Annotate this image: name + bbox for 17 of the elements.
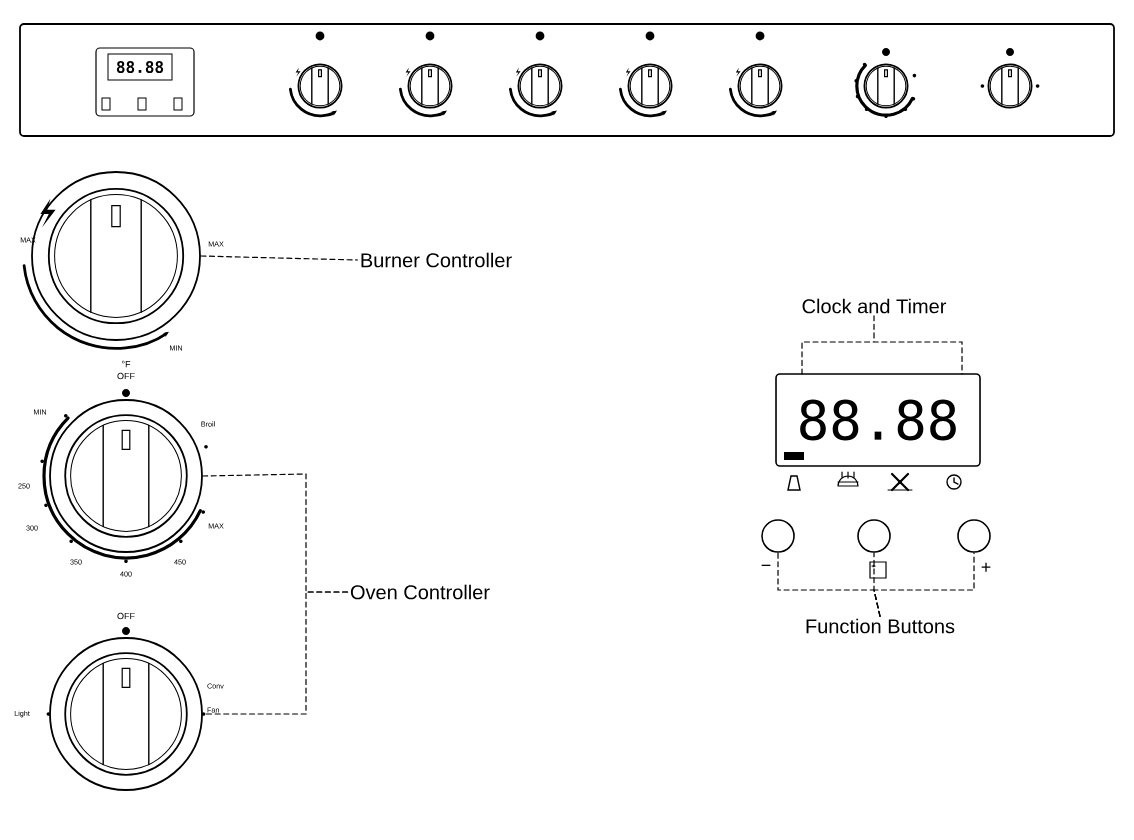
- leader-line: [801, 315, 963, 375]
- push-button: [761, 519, 795, 553]
- callout-text: Burner Controller: [361, 252, 512, 268]
- display-screen: 88.88: [775, 373, 981, 467]
- knob-drawing: [22, 171, 201, 350]
- leader-line: [873, 552, 975, 617]
- knob-drawing: [46, 627, 206, 791]
- minus-sign: −: [761, 564, 771, 566]
- leader-line: [200, 255, 359, 261]
- display-readout: 88.88: [116, 60, 164, 74]
- leader-line: [202, 591, 349, 715]
- push-button: [857, 519, 891, 553]
- callout-text: Function Buttons: [806, 618, 955, 634]
- push-button: [957, 519, 991, 553]
- callout-text: Clock and Timer: [802, 298, 947, 314]
- plus-sign: +: [981, 562, 991, 572]
- callout-text: Oven Controller: [350, 584, 490, 600]
